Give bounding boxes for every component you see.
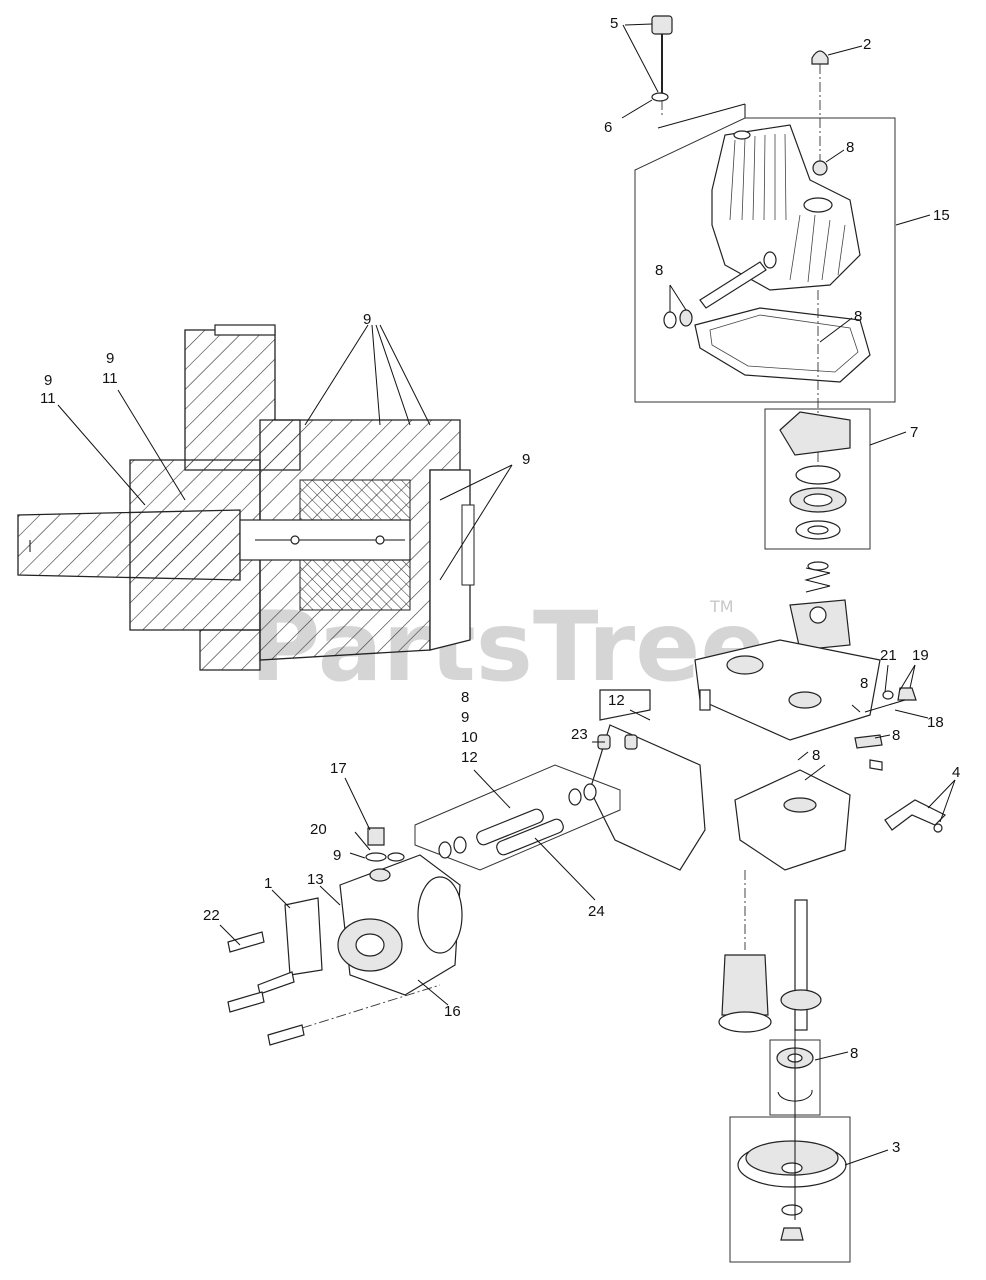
callout-9-top: 9: [363, 311, 371, 328]
callout-21: 21: [880, 647, 897, 664]
callout-4: 4: [952, 764, 960, 781]
callout-20: 20: [310, 821, 327, 838]
callout-8-r1: 8: [860, 675, 868, 692]
cap-2: [811, 50, 829, 65]
callout-24: 24: [588, 903, 605, 920]
bracket-1: [284, 897, 323, 976]
center-section: [694, 639, 881, 741]
callout-8-washers: 8: [655, 262, 663, 279]
callout-9-right: 9: [522, 451, 530, 468]
pistons: [438, 783, 597, 859]
callout-18: 18: [927, 714, 944, 731]
callout-labels: 5 2 6 8 15 8 8 9 9 11 9 11 9 7 21 19 8 1…: [40, 15, 960, 1156]
callout-6: 6: [604, 119, 612, 136]
filter-cartridge: [721, 954, 769, 1016]
bolts-22: [227, 931, 305, 1046]
callout-15: 15: [933, 207, 950, 224]
pulley-box: [729, 1116, 851, 1263]
callout-3: 3: [892, 1139, 900, 1156]
callout-group-8: 8: [461, 689, 469, 706]
callout-11-a: 11: [102, 370, 118, 387]
cross-section-view: [17, 324, 475, 671]
callout-7: 7: [910, 424, 918, 441]
callout-13: 13: [307, 871, 324, 888]
dipstick-5: [651, 15, 673, 95]
callout-1: 1: [264, 875, 272, 892]
callout-5: 5: [610, 15, 618, 32]
housing-cover-15: [711, 124, 861, 291]
callout-group-10: 10: [461, 729, 478, 746]
callout-22: 22: [203, 907, 220, 924]
callout-19: 19: [912, 647, 929, 664]
callout-9-pump: 9: [333, 847, 341, 864]
gasket-8: [694, 307, 871, 383]
callout-9-a: 9: [106, 350, 114, 367]
callout-8-top: 8: [846, 139, 854, 156]
pump-housing-16: [337, 854, 463, 996]
swashplate-box: [764, 408, 871, 550]
callout-8-gasket: 8: [854, 308, 862, 325]
callout-11-b: 11: [40, 390, 56, 407]
swashplate-7: [779, 411, 851, 540]
watermark-trademark: TM: [709, 597, 734, 616]
charge-plate: [734, 769, 851, 871]
callout-16: 16: [444, 1003, 461, 1020]
callout-8-r3: 8: [812, 747, 820, 764]
callout-9-b: 9: [44, 372, 52, 389]
input-shaft: [780, 899, 822, 1031]
callout-12: 12: [608, 692, 625, 709]
callout-23: 23: [571, 726, 588, 743]
callout-group-9: 9: [461, 709, 469, 726]
callout-8-r2: 8: [892, 727, 900, 744]
seal-8-top: [812, 160, 828, 176]
rotor: [789, 599, 851, 651]
callout-group-12: 12: [461, 749, 478, 766]
cover-group-box: [634, 117, 896, 403]
o-ring-6: [651, 92, 669, 102]
relief-valve-17: [367, 827, 385, 846]
washer-8-a: [663, 311, 677, 329]
callout-2: 2: [863, 36, 871, 53]
washer-8-b: [679, 309, 693, 327]
piston-group-box: [414, 764, 621, 871]
callout-8-bottom: 8: [850, 1045, 858, 1062]
leader-lines: [219, 23, 956, 1166]
callout-17: 17: [330, 760, 347, 777]
pulley-3: [737, 1140, 847, 1241]
